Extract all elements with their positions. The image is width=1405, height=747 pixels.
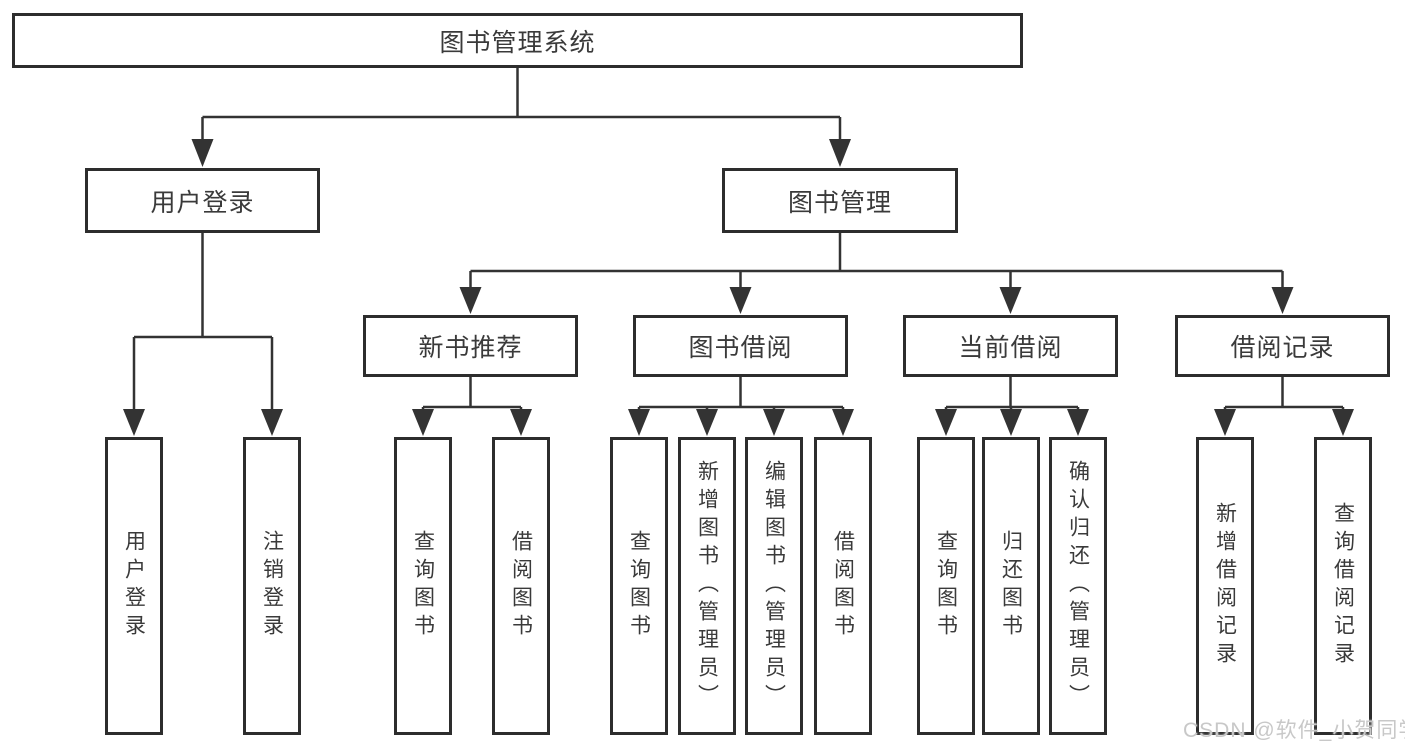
node-new-books: 新书推荐 [363,315,578,377]
connector-book-borrowing [628,377,854,436]
arrowhead [729,287,752,314]
node-borrow-records: 借阅记录 [1175,315,1390,377]
arrowhead [510,409,532,436]
connector-user-login [123,233,283,436]
arrowhead [832,409,854,436]
leaf-label: 查询图书 [627,530,651,642]
connector-borrow-records [1214,377,1354,436]
leaf-newbooks-borrow: 借阅图书 [492,437,550,735]
node-label: 图书借阅 [688,334,793,362]
leaf-label: 查询借阅记录 [1331,502,1355,670]
node-book-borrowing: 图书借阅 [633,315,848,377]
leaf-borrowing-borrow: 借阅图书 [814,437,872,735]
leaf-label: 确认归还（管理员） [1066,460,1090,712]
arrowhead [935,409,957,436]
node-root-label: 图书管理系统 [439,28,596,57]
node-label: 用户登录 [150,188,255,217]
arrowhead [191,139,214,167]
leaf-borrowing-add-admin: 新增图书（管理员） [678,437,736,735]
arrowhead [628,409,650,436]
node-root: 图书管理系统 [12,13,1023,68]
leaf-label: 注销登录 [260,530,284,642]
node-label: 借阅记录 [1230,334,1335,362]
leaf-borrowing-edit-admin: 编辑图书（管理员） [745,437,803,735]
leaf-current-confirm-admin: 确认归还（管理员） [1049,437,1107,735]
arrowhead [1332,409,1354,436]
leaf-current-return: 归还图书 [982,437,1040,735]
leaf-label: 用户登录 [122,530,146,642]
arrowhead [1271,287,1294,314]
leaf-current-query: 查询图书 [917,437,975,735]
leaf-borrowing-query: 查询图书 [610,437,668,735]
leaf-label: 借阅图书 [831,530,855,642]
leaf-logout: 注销登录 [243,437,301,735]
leaf-label: 借阅图书 [509,530,533,642]
arrowhead [1000,409,1022,436]
node-label: 图书管理 [787,188,892,217]
leaf-label: 归还图书 [999,530,1023,642]
leaf-records-query: 查询借阅记录 [1314,437,1372,735]
leaf-label: 查询图书 [411,530,435,642]
arrowhead [261,409,283,436]
leaf-user-login: 用户登录 [105,437,163,735]
arrowhead [763,409,785,436]
connector-book-management [459,233,1294,314]
node-book-management: 图书管理 [722,168,958,233]
arrowhead [999,287,1022,314]
arrowhead [1067,409,1089,436]
arrowhead [1214,409,1236,436]
node-current-borrowing: 当前借阅 [903,315,1118,377]
connector-root [191,68,851,167]
node-user-login: 用户登录 [85,168,320,233]
node-label: 当前借阅 [958,334,1063,362]
arrowhead [696,409,718,436]
arrowhead [123,409,145,436]
leaf-records-add: 新增借阅记录 [1196,437,1254,735]
leaf-newbooks-query: 查询图书 [394,437,452,735]
csdn-watermark: CSDN @软件_小贺同学 [1183,719,1405,742]
arrowhead [412,409,434,436]
leaf-label: 新增图书（管理员） [695,460,719,712]
arrowhead [459,287,482,314]
node-label: 新书推荐 [418,334,523,362]
connector-new-books [412,377,532,436]
leaf-label: 编辑图书（管理员） [762,460,786,712]
arrowhead [829,139,851,167]
connector-current-borrowing [935,377,1089,436]
leaf-label: 查询图书 [934,530,958,642]
leaf-label: 新增借阅记录 [1213,502,1237,670]
